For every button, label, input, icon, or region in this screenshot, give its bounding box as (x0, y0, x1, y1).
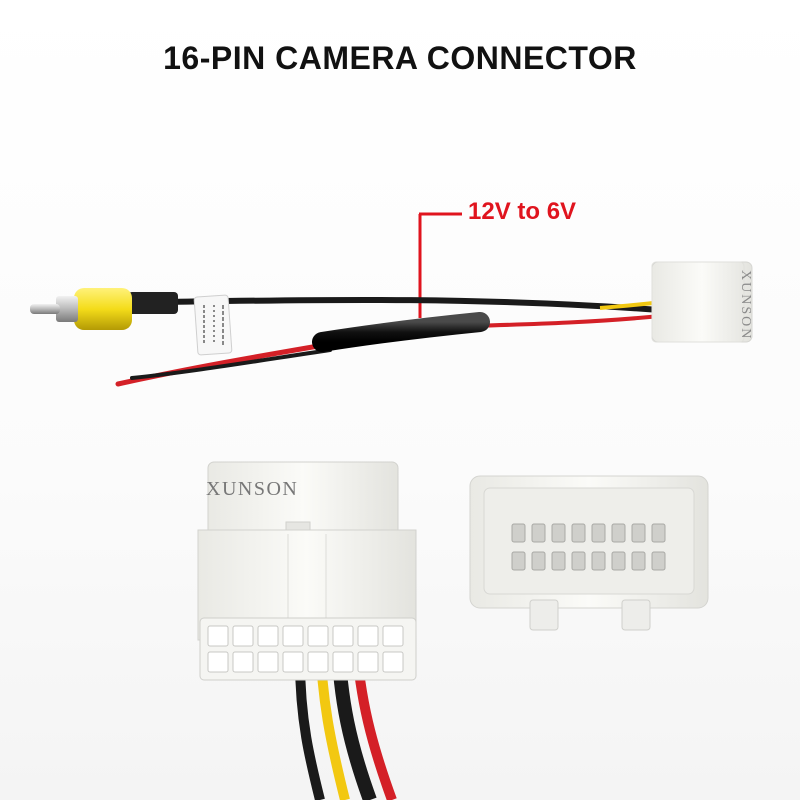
pin-cavity (611, 523, 626, 543)
pin-cavity (651, 523, 666, 543)
wire-label-tag (193, 294, 233, 356)
pin-cavity (531, 551, 546, 571)
pin-cavity (631, 523, 646, 543)
pin-cavity (357, 651, 379, 673)
pin-cavity (651, 551, 666, 571)
pin-cavity (307, 651, 329, 673)
pin-cavity (282, 625, 304, 647)
pin-cavity (332, 625, 354, 647)
pin-grid-face (511, 523, 666, 571)
pin-cavity (232, 625, 254, 647)
black-wire-tail (130, 348, 332, 380)
pin-cavity (591, 523, 606, 543)
pin-cavity (531, 523, 546, 543)
rca-plug (30, 288, 178, 330)
pin-cavity (551, 523, 566, 543)
upper-cable: XUNSON (30, 261, 753, 387)
connector-brand: XUNSON (206, 478, 298, 500)
pin-cavity (207, 625, 229, 647)
pin-cavity (551, 551, 566, 571)
pin-cavity (571, 523, 586, 543)
pin-cavity (282, 651, 304, 673)
voltage-regulator-shrink (312, 312, 490, 352)
voltage-callout: 12V to 6V (468, 198, 577, 225)
pin-cavity (257, 625, 279, 647)
connector-face-view (469, 475, 709, 631)
pin-cavity (307, 625, 329, 647)
page-title: 16-PIN CAMERA CONNECTOR (163, 40, 637, 76)
pin-cavity (232, 651, 254, 673)
red-wire-power (469, 314, 661, 328)
pin-cavity (382, 651, 404, 673)
pin-cavity (357, 625, 379, 647)
pin-cavity (207, 651, 229, 673)
pin-cavity (382, 625, 404, 647)
pin-cavity (257, 651, 279, 673)
pin-cavity (611, 551, 626, 571)
video-cable (157, 296, 663, 313)
pin-cavity (511, 523, 526, 543)
connector-side-view: XUNSON (197, 461, 417, 800)
pin-cavity (631, 551, 646, 571)
pin-cavity (332, 651, 354, 673)
pin-grid-side (207, 625, 404, 673)
pin-cavity (571, 551, 586, 571)
pin-cavity (511, 551, 526, 571)
connector-brand-vertical: XUNSON (738, 270, 753, 340)
pin-cavity (591, 551, 606, 571)
connector-small: XUNSON (651, 261, 753, 343)
black-wire-bundle-2 (295, 659, 325, 800)
